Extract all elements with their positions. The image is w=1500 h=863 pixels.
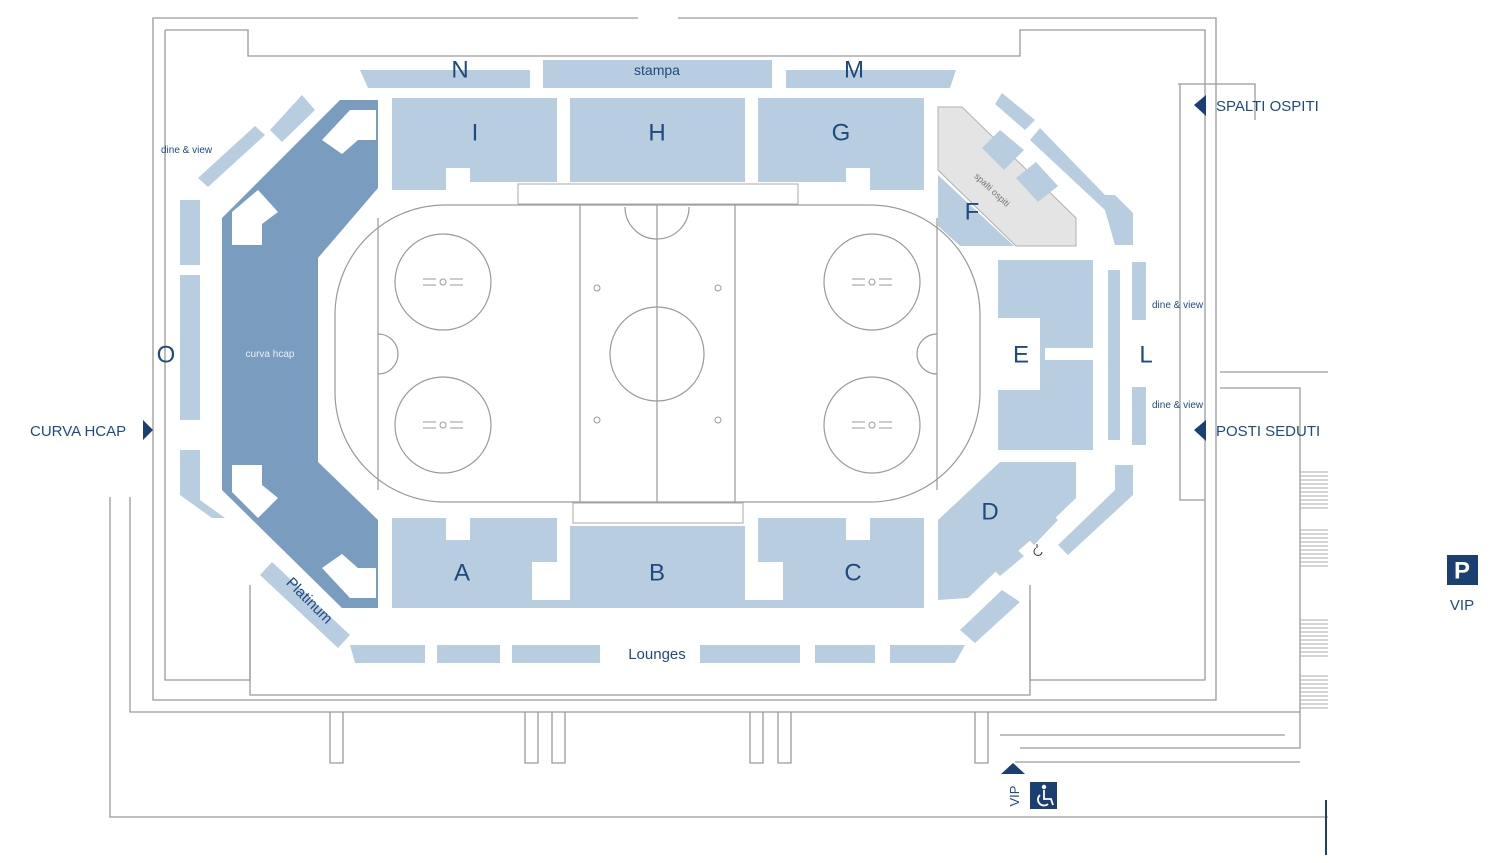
section-A[interactable] bbox=[392, 518, 580, 608]
label-dine-view-right-bottom: dine & view bbox=[1152, 400, 1204, 411]
parking-symbol: P bbox=[1454, 558, 1470, 585]
section-E[interactable] bbox=[998, 260, 1093, 450]
entrance-curva-hcap[interactable]: CURVA HCAP bbox=[30, 420, 153, 440]
label-A: A bbox=[454, 560, 470, 587]
label-stampa: stampa bbox=[634, 62, 680, 78]
arrow-right-icon bbox=[143, 420, 153, 440]
building-outline bbox=[109, 17, 1328, 855]
label-B: B bbox=[649, 560, 665, 587]
label-G: G bbox=[832, 120, 851, 147]
label-L: L bbox=[1139, 342, 1152, 369]
section-D[interactable] bbox=[938, 462, 1076, 600]
label-dine-view-right-top: dine & view bbox=[1152, 300, 1204, 311]
stairs bbox=[1300, 471, 1328, 709]
arrow-up-icon bbox=[1001, 763, 1025, 774]
label-O: O bbox=[157, 342, 176, 369]
section-C[interactable] bbox=[735, 518, 924, 608]
entrance-label: POSTI SEDUTI bbox=[1216, 423, 1320, 440]
label-D: D bbox=[981, 499, 998, 526]
label-curva-hcap: curva hcap bbox=[246, 349, 295, 360]
section-B[interactable] bbox=[570, 526, 745, 608]
label-C: C bbox=[844, 560, 861, 587]
parking-label: VIP bbox=[1450, 597, 1474, 614]
entrance-label: SPALTI OSPITI bbox=[1216, 98, 1319, 115]
section-F[interactable] bbox=[938, 175, 1014, 246]
section-G[interactable] bbox=[758, 98, 924, 190]
entrance-spalti-ospiti[interactable]: SPALTI OSPITI bbox=[1194, 95, 1319, 116]
label-M: M bbox=[844, 57, 864, 84]
parking-icon bbox=[1447, 555, 1478, 585]
curva-cutouts bbox=[232, 110, 376, 598]
entrance-posti-seduti[interactable]: POSTI SEDUTI bbox=[1194, 420, 1320, 441]
arrow-left-icon bbox=[1194, 95, 1206, 116]
arrow-left-icon bbox=[1194, 420, 1206, 441]
section-H[interactable] bbox=[570, 98, 745, 182]
section-stampa[interactable] bbox=[543, 60, 772, 88]
label-lounges: Lounges bbox=[628, 646, 686, 663]
ice-rink bbox=[334, 183, 981, 524]
label-F: F bbox=[965, 199, 980, 226]
section-I[interactable] bbox=[392, 98, 557, 190]
wheelchair-icon bbox=[1030, 782, 1057, 809]
accessible-seating-icon bbox=[1033, 544, 1043, 556]
label-I: I bbox=[472, 120, 479, 147]
section-platinum[interactable] bbox=[260, 562, 350, 648]
label-E: E bbox=[1013, 342, 1029, 369]
label-H: H bbox=[648, 120, 665, 147]
entrance-label: VIP bbox=[1007, 786, 1022, 807]
concourse-strips bbox=[180, 70, 1146, 663]
entrance-label: CURVA HCAP bbox=[30, 423, 126, 440]
label-N: N bbox=[451, 57, 468, 84]
label-dine-view-left: dine & view bbox=[161, 145, 213, 156]
entrance-vip[interactable]: VIP bbox=[1001, 763, 1057, 809]
parking-vip[interactable]: P VIP bbox=[1447, 555, 1478, 614]
spalti-ospiti-area[interactable] bbox=[937, 106, 1077, 247]
